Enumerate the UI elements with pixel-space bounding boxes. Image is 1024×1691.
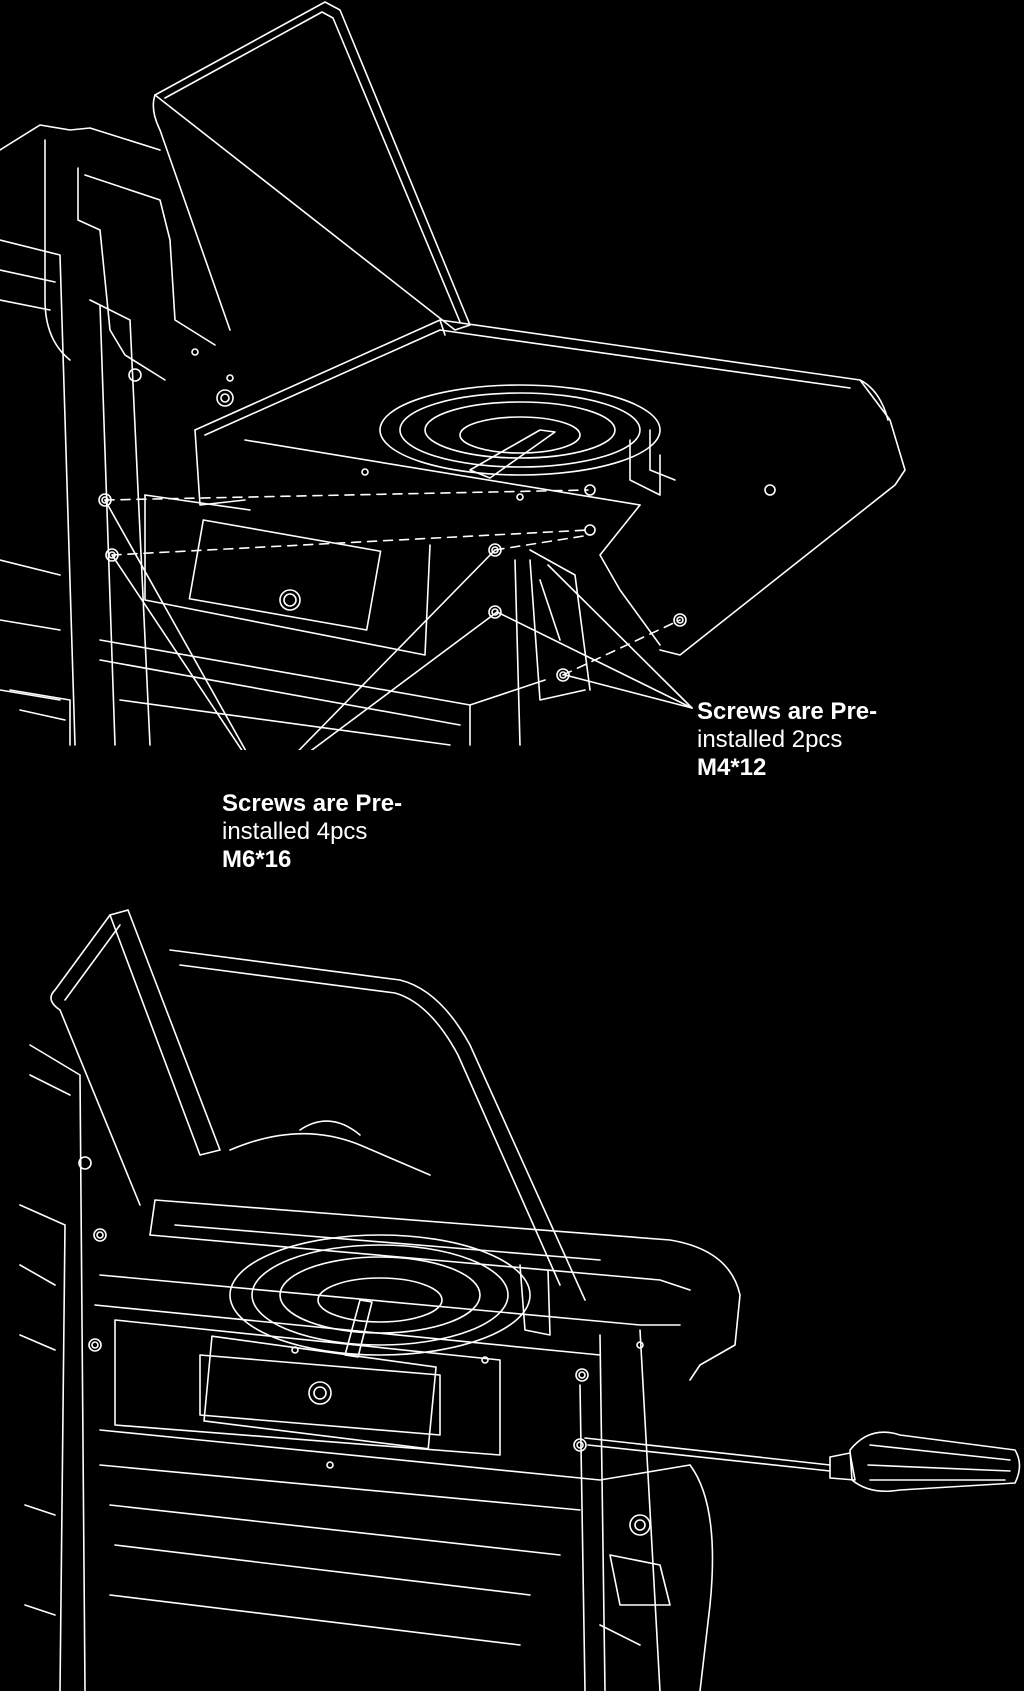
- side-shelf: [195, 320, 905, 655]
- grill-lid-bottom: [51, 910, 585, 1300]
- grill-body-bottom: [20, 1045, 106, 1691]
- callout-m6-screws: Screws are Pre- installed 4pcs M6*16: [222, 790, 402, 874]
- m6-leader-lines: [105, 500, 497, 750]
- callout-m6-line1: Screws are Pre-: [222, 790, 403, 817]
- side-shelf-bottom: [95, 1121, 740, 1380]
- grill-body: [0, 125, 233, 745]
- callout-m4-line2: installed 2pcs: [697, 726, 843, 753]
- side-shelf-exploded-view: [0, 0, 1024, 750]
- callout-m6-line3: M6*16: [222, 846, 292, 873]
- screwdriver-icon: [585, 1432, 1020, 1491]
- callout-m4-line3: M4*12: [697, 754, 767, 781]
- callout-m4-line1: Screws are Pre-: [697, 698, 878, 725]
- cart-frame: [10, 485, 595, 745]
- callout-m4-screws: Screws are Pre- installed 2pcs M4*12: [697, 698, 877, 782]
- m4-leader-lines: [497, 565, 692, 708]
- callout-m6-line2: installed 4pcs: [222, 818, 368, 845]
- grill-lid: [153, 2, 470, 330]
- alignment-lines: [105, 490, 680, 675]
- cart-frame-bottom: [100, 1320, 713, 1691]
- side-shelf-installed-view: [0, 905, 1024, 1691]
